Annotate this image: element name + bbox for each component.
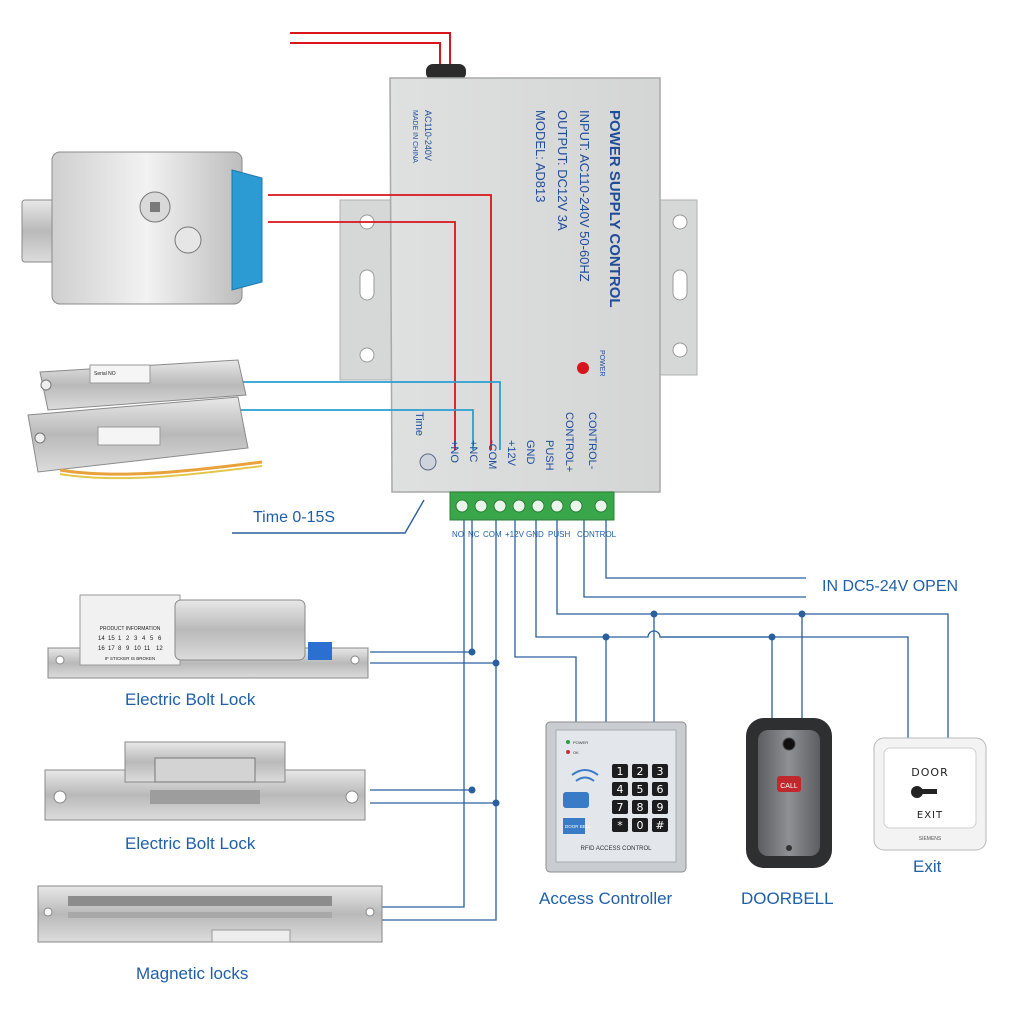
red-lock-wires bbox=[268, 194, 492, 450]
rim-lock-image bbox=[21, 151, 263, 305]
terminal-screws bbox=[455, 499, 608, 513]
cable-grommet bbox=[426, 64, 466, 80]
access-controller-image bbox=[545, 721, 687, 873]
magnetic-lock-image bbox=[37, 885, 383, 943]
time-adjust-knob[interactable] bbox=[419, 453, 437, 471]
surface-bolt-image bbox=[27, 359, 263, 480]
time-leader-line bbox=[232, 499, 425, 534]
power-supply-unit bbox=[339, 77, 698, 521]
mains-input-wires bbox=[290, 32, 451, 72]
power-led bbox=[577, 362, 589, 374]
electric-bolt-lock-2-image bbox=[44, 741, 366, 821]
doorbell-image bbox=[746, 718, 832, 868]
blue-lock-wires bbox=[240, 381, 501, 450]
exit-button-image bbox=[873, 737, 987, 851]
junction-dots bbox=[468, 610, 806, 807]
electric-bolt-lock-1-image bbox=[47, 594, 369, 679]
